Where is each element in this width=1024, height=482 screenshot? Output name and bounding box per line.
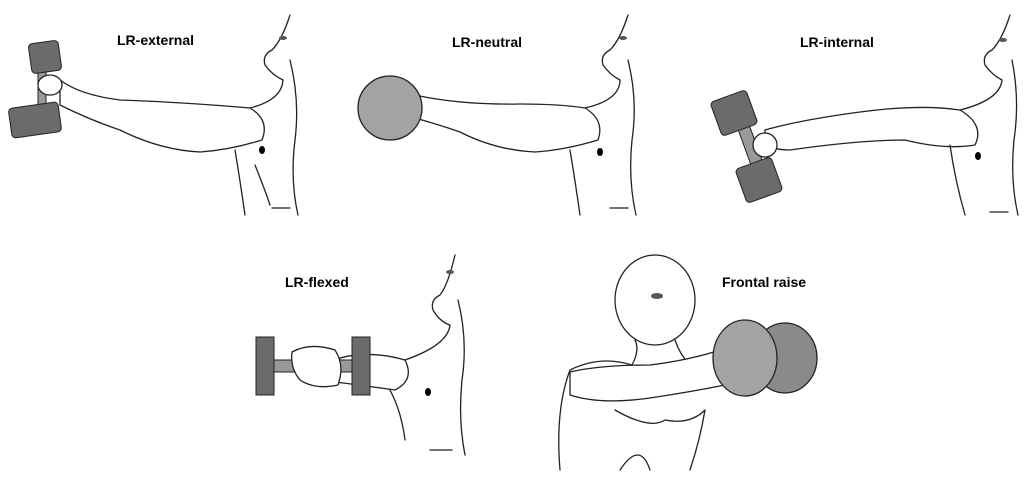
panel-label-lr-neutral: LR-neutral bbox=[452, 34, 522, 50]
panel-label-lr-external: LR-external bbox=[117, 32, 195, 48]
panel-label-lr-internal: LR-internal bbox=[800, 34, 874, 50]
figure-lr-flexed bbox=[255, 254, 466, 456]
figure-lr-neutral bbox=[357, 14, 637, 216]
figure-lr-internal bbox=[710, 14, 1019, 216]
panel-label-frontal-raise: Frontal raise bbox=[722, 274, 807, 290]
figure-frontal-raise bbox=[558, 254, 818, 471]
figure-lr-external bbox=[8, 14, 299, 216]
panel-label-lr-flexed: LR-flexed bbox=[285, 274, 349, 290]
